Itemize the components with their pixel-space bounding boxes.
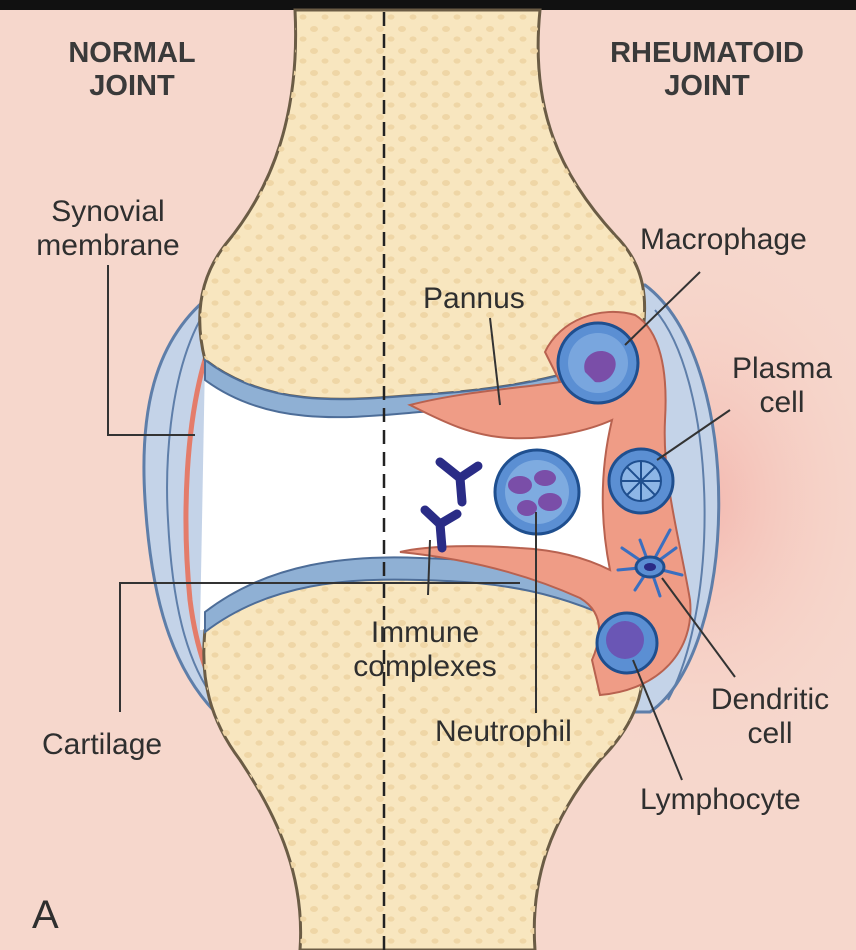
plasma-cell-label-line1: Plasma <box>712 352 852 386</box>
pannus-label: Pannus <box>423 282 525 316</box>
rheumatoid-joint-heading: RHEUMATOID JOINT <box>570 37 844 103</box>
normal-joint-heading: NORMAL JOINT <box>42 37 222 103</box>
immune-complexes-label-line2: complexes <box>330 650 520 684</box>
plasma-cell-label: Plasma cell <box>712 352 852 420</box>
synovial-membrane-label-line2: membrane <box>10 229 206 263</box>
immune-complexes-label: Immune complexes <box>330 616 520 684</box>
cartilage-label: Cartilage <box>42 728 162 762</box>
synovial-membrane-label: Synovial membrane <box>10 195 206 263</box>
dendritic-cell-label-line2: cell <box>690 717 850 751</box>
dendritic-cell-label: Dendritic cell <box>690 683 850 751</box>
normal-joint-heading-line1: NORMAL <box>42 37 222 70</box>
rheumatoid-joint-heading-line2: JOINT <box>570 70 844 103</box>
plasma-cell <box>609 449 673 513</box>
synovial-membrane-label-line1: Synovial <box>10 195 206 229</box>
neutrophil-label: Neutrophil <box>435 715 572 749</box>
plasma-cell-label-line2: cell <box>712 386 852 420</box>
immune-complexes-label-line1: Immune <box>330 616 520 650</box>
macrophage-label: Macrophage <box>640 223 807 257</box>
lymphocyte-cell <box>597 613 657 673</box>
normal-joint-heading-line2: JOINT <box>42 70 222 103</box>
dendritic-cell-label-line1: Dendritic <box>690 683 850 717</box>
rheumatoid-joint-heading-line1: RHEUMATOID <box>570 37 844 70</box>
panel-letter: A <box>32 893 59 937</box>
lymphocyte-label: Lymphocyte <box>640 783 801 817</box>
macrophage-cell <box>558 323 638 403</box>
